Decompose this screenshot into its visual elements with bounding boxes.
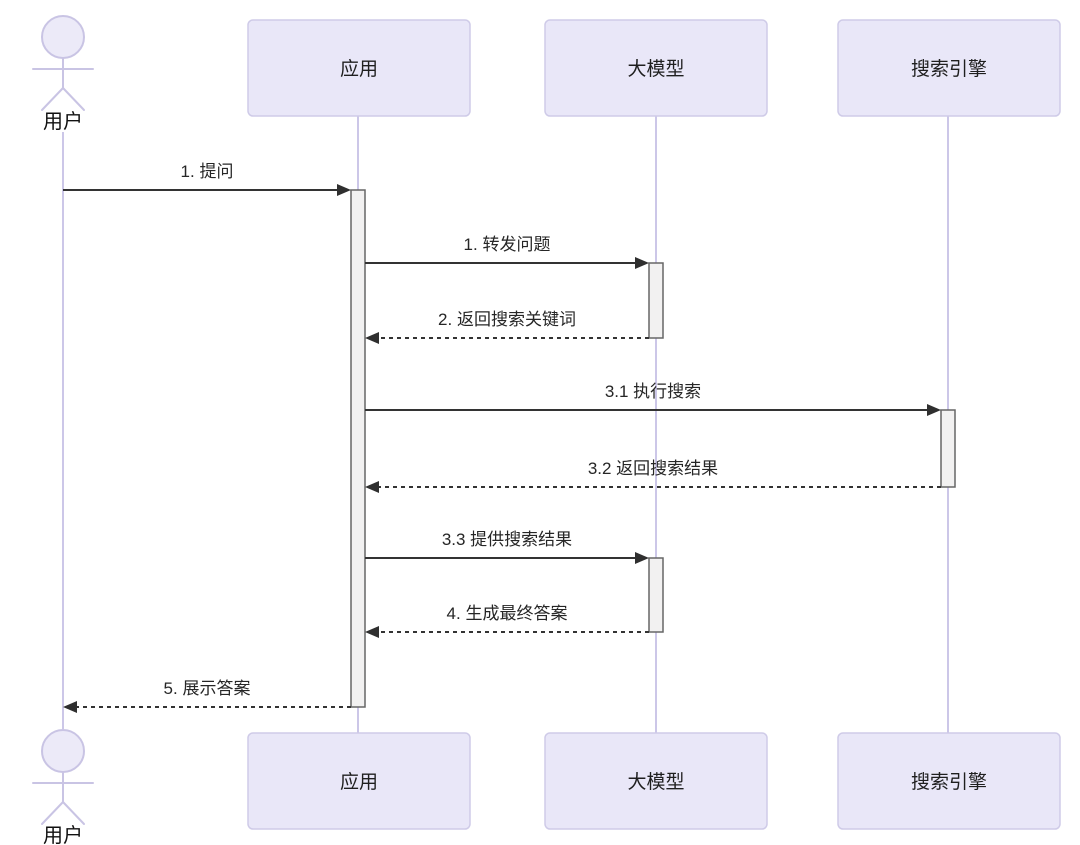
participant-label-app-bottom: 应用 [340,771,378,793]
message-label: 4. 生成最终答案 [447,604,568,623]
arrowhead-left-icon [63,701,77,713]
participant-box-search-top: 搜索引擎 [837,19,1061,117]
participant-rect [837,19,1061,117]
participant-box-app-top: 应用 [247,19,471,117]
participant-label-app-top: 应用 [340,58,378,80]
actor-figure-user-bottom: 用户 [32,729,94,845]
participant-rect [247,19,471,117]
actor-head-icon [41,15,85,59]
actor-leg-right [62,87,85,111]
message-execute-search: 3.1 执行搜索 [365,382,941,416]
participant-rect [247,732,471,830]
activation-bar-search [940,409,956,488]
participant-label-llm-top: 大模型 [627,58,684,80]
participant-rect [544,732,768,830]
arrowhead-right-icon [635,257,649,269]
activation-bar-llm-1 [648,262,664,339]
participant-box-app-bottom: 应用 [247,732,471,830]
participant-label-search-bottom: 搜索引擎 [911,771,987,793]
message-provide-results: 3.3 提供搜索结果 [365,530,649,564]
actor-figure-user-top: 用户 [32,15,94,133]
actor-label-user-top: 用户 [43,110,83,133]
message-show-answer: 5. 展示答案 [63,679,351,713]
message-generate-answer: 4. 生成最终答案 [365,604,649,638]
arrowhead-right-icon [337,184,351,196]
activation-bar-llm-2 [648,557,664,633]
message-label: 3.1 执行搜索 [605,382,701,401]
participant-box-llm-top: 大模型 [544,19,768,117]
actor-label-user-bottom: 用户 [43,824,83,845]
arrowhead-right-icon [927,404,941,416]
message-label: 1. 转发问题 [464,235,551,254]
message-label: 1. 提问 [181,162,234,181]
message-label: 3.3 提供搜索结果 [442,530,572,549]
participant-label-search-top: 搜索引擎 [911,58,987,80]
message-label: 5. 展示答案 [164,679,251,698]
message-label: 3.2 返回搜索结果 [588,459,718,478]
message-ask: 1. 提问 [63,162,351,196]
arrowhead-left-icon [365,481,379,493]
message-return-results: 3.2 返回搜索结果 [365,459,941,493]
arrowhead-left-icon [365,626,379,638]
actor-leg-left [41,87,64,111]
arrowhead-right-icon [635,552,649,564]
activation-bar-app [350,189,366,708]
participant-rect [544,19,768,117]
message-label: 2. 返回搜索关键词 [438,310,576,329]
participant-rect [837,732,1061,830]
actor-leg-right [62,801,85,825]
participant-label-llm-bottom: 大模型 [627,771,684,793]
actor-head-icon [41,729,85,773]
participant-box-search-bottom: 搜索引擎 [837,732,1061,830]
actor-leg-left [41,801,64,825]
message-forward-question: 1. 转发问题 [365,235,649,269]
participant-box-llm-bottom: 大模型 [544,732,768,830]
message-return-keywords: 2. 返回搜索关键词 [365,310,649,344]
arrowhead-left-icon [365,332,379,344]
